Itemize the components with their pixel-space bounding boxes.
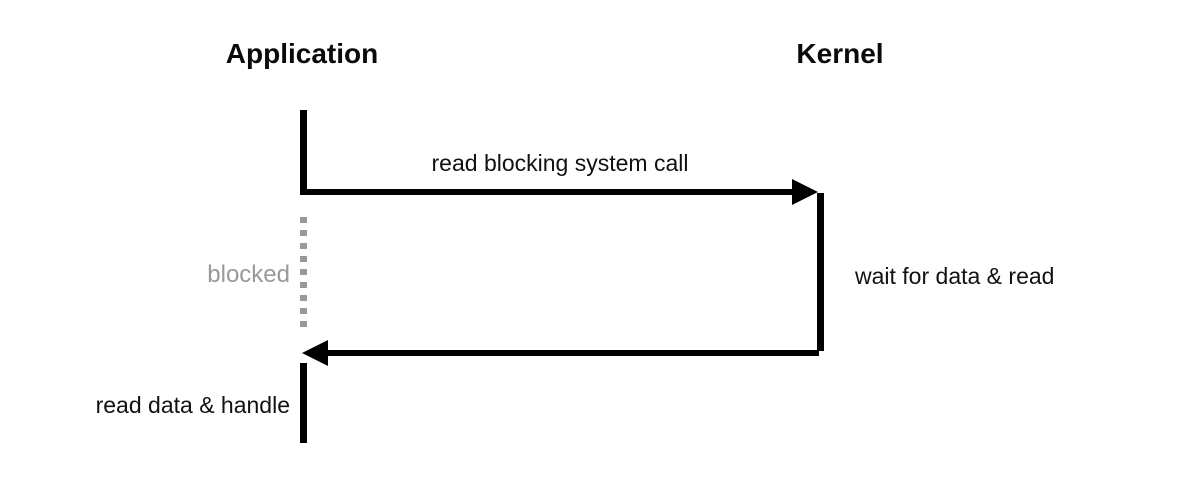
blocked-dotted-lifeline — [300, 217, 307, 330]
actor-label-application: Application — [225, 38, 379, 69]
kernel-wait-label: wait for data & read — [855, 263, 1055, 289]
kernel-activation-bar — [817, 193, 824, 351]
application-handle-label: read data & handle — [95, 392, 290, 418]
application-activation-bar-bottom — [300, 363, 307, 443]
blocked-state-label: blocked — [207, 261, 290, 288]
actor-label-kernel: Kernel — [796, 38, 884, 69]
arrowhead-left-icon — [302, 340, 328, 366]
arrowhead-right-icon — [792, 179, 818, 205]
return-arrow-line — [327, 350, 819, 356]
call-arrow-line — [303, 189, 795, 195]
call-arrow-label: read blocking system call — [431, 150, 689, 176]
application-activation-bar-top — [300, 110, 307, 195]
